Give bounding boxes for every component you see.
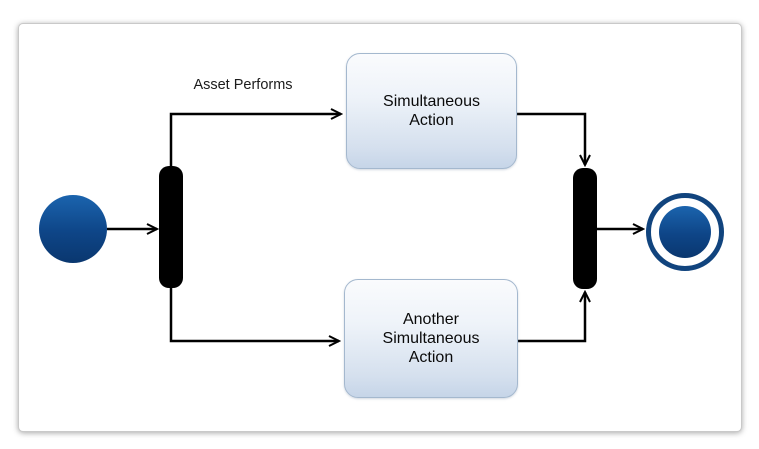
diagram-card: Asset Performs Simultaneous Action Anoth… [18,23,742,432]
activity-diagram-canvas: Asset Performs Simultaneous Action Anoth… [19,24,741,431]
action-node-simultaneous: Simultaneous Action [346,53,517,169]
final-node [646,193,724,271]
connector-layer [107,24,741,431]
edge-fork-to-action-top [169,114,341,166]
edge-fork-to-action-bottom [169,288,339,341]
final-node-core [659,206,711,258]
fork-bar [159,166,183,288]
edge-label-asset-performs: Asset Performs [193,77,293,93]
action-node-another-simultaneous: Another Simultaneous Action [344,279,518,398]
edge-action-bottom-to-join [518,292,585,343]
initial-node [39,195,107,263]
join-bar [573,168,597,289]
edge-action-top-to-join [517,112,585,165]
